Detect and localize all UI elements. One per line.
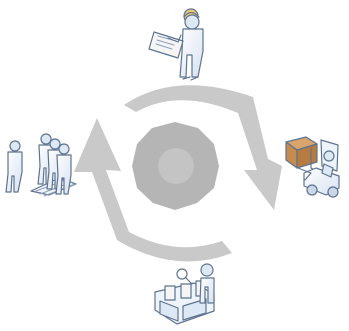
workers-group-icon [6,134,76,196]
engineer-with-blueprint-icon [149,9,203,80]
forklift-with-box-icon [286,137,339,197]
inspector-with-magnifier-and-conveyor-icon [155,264,214,324]
gear-icon [132,122,219,210]
